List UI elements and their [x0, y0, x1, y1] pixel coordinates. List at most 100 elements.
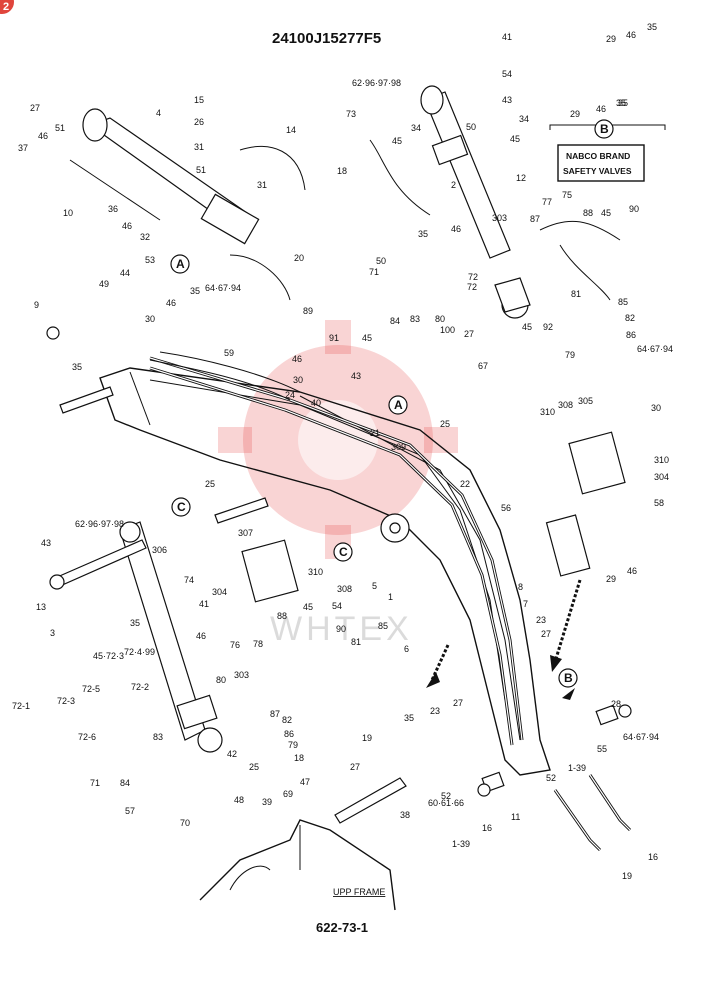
part-number-label: 27	[30, 103, 40, 113]
part-number-label: 48	[234, 795, 244, 805]
svg-text:A: A	[176, 257, 185, 271]
part-number-label: 304	[654, 472, 669, 482]
part-number-label: 76	[230, 640, 240, 650]
callout-a-top: A	[170, 254, 190, 274]
part-number-label: 57	[125, 806, 135, 816]
part-number-label: 30	[293, 375, 303, 385]
arm-cylinder	[82, 108, 260, 245]
part-number-label: 82	[625, 313, 635, 323]
part-number-label: 35	[130, 618, 140, 628]
part-number-label: 34	[519, 114, 529, 124]
part-number-label: 303	[492, 213, 507, 223]
part-number-label: 46	[627, 566, 637, 576]
part-number-label: 29	[606, 574, 616, 584]
part-number-label: 26	[194, 117, 204, 127]
part-number-label: 30	[145, 314, 155, 324]
part-number-label: 87	[530, 214, 540, 224]
part-number-label: 16	[482, 823, 492, 833]
part-number-label: 3	[50, 628, 55, 638]
part-number-label: 32	[140, 232, 150, 242]
part-number-label: 36	[108, 204, 118, 214]
callout-b-boom: B	[558, 668, 578, 688]
part-number-label: 27	[541, 629, 551, 639]
part-number-label: 79	[565, 350, 575, 360]
part-number-label: 64·67·94	[205, 283, 241, 293]
part-number-label: 52	[546, 773, 556, 783]
part-number-label: 31	[194, 142, 204, 152]
part-number-label: 35	[72, 362, 82, 372]
part-number-label: 309	[391, 442, 406, 452]
diagram-title: 24100J15277F5	[272, 30, 381, 47]
watermark-text: WHTEX	[270, 610, 413, 648]
boom-hoses	[149, 351, 524, 746]
part-number-label: 7	[523, 599, 528, 609]
part-number-label: 25	[440, 419, 450, 429]
part-number-label: 29	[570, 109, 580, 119]
part-number-label: 16	[648, 852, 658, 862]
part-number-label: 47	[300, 777, 310, 787]
part-number-label: 46	[196, 631, 206, 641]
part-number-label: 72·4·99	[124, 647, 155, 657]
part-number-label: 73	[346, 109, 356, 119]
boom-cylinder	[119, 521, 223, 753]
lower-hoses	[553, 774, 632, 852]
part-number-label: 1	[388, 592, 393, 602]
svg-text:B: B	[600, 122, 609, 136]
part-number-label: 23	[536, 615, 546, 625]
part-number-label: 37	[18, 143, 28, 153]
callout-c-boom: C	[333, 542, 353, 562]
part-number-label: 67	[478, 361, 488, 371]
part-number-label: 27	[464, 329, 474, 339]
part-number-label: 306	[152, 545, 167, 555]
part-number-label: 45	[392, 136, 402, 146]
part-number-label: 72-2	[131, 682, 149, 692]
part-number-label: 19	[362, 733, 372, 743]
part-number-label: 25	[249, 762, 259, 772]
part-number-label: 24	[285, 390, 295, 400]
footer-code: 622-73-1	[316, 920, 368, 935]
part-number-label: 9	[34, 300, 39, 310]
part-number-label: 30	[651, 403, 661, 413]
part-number-label: 69	[283, 789, 293, 799]
part-number-label: 310	[654, 455, 669, 465]
part-number-label: 86	[626, 330, 636, 340]
part-number-label: 45·72·3	[93, 651, 124, 661]
part-number-label: 22	[460, 479, 470, 489]
part-number-label: 84	[390, 316, 400, 326]
part-number-label: 85	[618, 297, 628, 307]
part-number-label: 310	[308, 567, 323, 577]
part-number-label: 45	[362, 333, 372, 343]
part-number-label: 46	[38, 131, 48, 141]
part-number-label: 5	[372, 581, 377, 591]
part-number-label: 43	[41, 538, 51, 548]
part-number-label: 45	[510, 134, 520, 144]
part-number-label: 89	[303, 306, 313, 316]
part-number-label: 23	[430, 706, 440, 716]
bucket-cylinder	[420, 85, 531, 313]
part-number-label: 19	[622, 871, 632, 881]
part-number-label: 40	[311, 398, 321, 408]
part-number-label: 46	[122, 221, 132, 231]
frame-label: UPP FRAME	[333, 887, 385, 897]
part-number-label: 25	[205, 479, 215, 489]
part-number-label: 79	[288, 740, 298, 750]
part-number-label: 29	[606, 34, 616, 44]
svg-text:A: A	[394, 398, 403, 412]
part-number-label: 6	[404, 644, 409, 654]
part-number-label: 13	[36, 602, 46, 612]
part-number-label: 87	[270, 709, 280, 719]
part-number-label: 51	[196, 165, 206, 175]
part-number-label: 11	[511, 812, 520, 822]
nabco-line-1: NABCO BRAND	[566, 151, 630, 161]
part-number-label: 92	[543, 322, 553, 332]
pointer-arrows	[426, 579, 582, 700]
nabco-line-2: SAFETY VALVES	[563, 166, 632, 176]
part-number-label: 81	[351, 637, 361, 647]
part-number-label: 34	[411, 123, 421, 133]
part-number-label: 308	[337, 584, 352, 594]
part-number-label: 72-6	[78, 732, 96, 742]
part-number-label: 53	[145, 255, 155, 265]
part-number-label: 27	[453, 698, 463, 708]
part-number-label: 1-39	[568, 763, 586, 773]
